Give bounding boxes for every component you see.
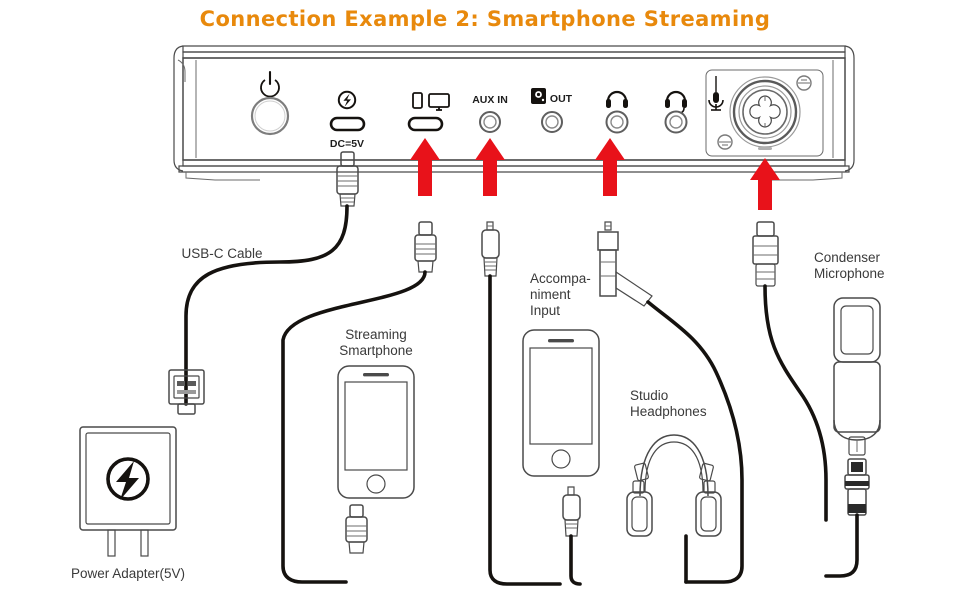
port-mic-in[interactable] (705, 69, 824, 157)
power-adapter: Power Adapter(5V) (71, 426, 185, 581)
phone-monitor-icon (412, 92, 450, 111)
trs-plug-angled-headphone (597, 221, 653, 307)
port-label-dc: DC=5V (330, 138, 364, 150)
power-button[interactable] (250, 70, 290, 136)
camera-icon (531, 88, 546, 104)
usb-c-connector-phone (414, 221, 437, 273)
microphone-icon (708, 76, 724, 111)
xlr-plug-mic-end (844, 458, 870, 516)
label-usb-c-cable: USB-C Cable (181, 246, 262, 261)
usb-c-connector-phone-end (345, 504, 368, 554)
port-label-out: OUT (550, 93, 573, 105)
label-microphone-1: Condenser (814, 250, 881, 265)
port-aux-in[interactable]: AUX IN (472, 94, 508, 133)
label-streaming-phone-2: Smartphone (339, 343, 413, 358)
usb-c-power-cable: USB-C Cable (168, 151, 359, 415)
port-headset-out[interactable] (664, 90, 688, 134)
port-camera-out[interactable]: OUT (531, 88, 573, 133)
label-power-adapter: Power Adapter(5V) (71, 566, 185, 581)
headphones-illustration (626, 434, 722, 584)
microphone-illustration (833, 297, 881, 456)
arrow-device-usb-c (410, 138, 440, 196)
trs-plug-aux (481, 221, 500, 277)
studio-headphones-group: Studio Headphones (597, 221, 744, 584)
accompaniment-input-group: Accompa- niment Input (481, 221, 600, 586)
lightning-circle-icon-adapter (106, 457, 150, 501)
power-icon (260, 70, 280, 98)
label-microphone-2: Microphone (814, 266, 885, 281)
label-accompaniment-2: niment (530, 287, 571, 302)
port-headphone-out[interactable] (605, 90, 629, 134)
label-headphones-1: Studio (630, 388, 668, 403)
page-title: Connection Example 2: Smartphone Streami… (200, 7, 771, 31)
arrow-mic-in (750, 158, 780, 210)
xlr-plug-device-end (752, 221, 779, 287)
headphone-icon (606, 90, 628, 108)
port-device-usb-c[interactable] (407, 92, 450, 132)
arrow-headphone-out (595, 138, 625, 196)
trs-plug-source-phone (562, 486, 581, 537)
usb-a-connector (168, 369, 205, 415)
label-accompaniment-3: Input (530, 303, 560, 318)
streaming-smartphone-group: Streaming Smartphone (281, 221, 437, 584)
label-headphones-2: Headphones (630, 404, 707, 419)
condenser-microphone-group: Condenser Microphone (752, 221, 885, 578)
usb-c-port-dc[interactable] (329, 116, 366, 132)
port-label-aux-in: AUX IN (472, 94, 508, 106)
usb-c-connector-dc (336, 151, 359, 207)
label-streaming-phone-1: Streaming (345, 327, 407, 342)
arrow-aux-in (475, 138, 505, 196)
connection-arrows (410, 138, 780, 210)
label-accompaniment-1: Accompa- (530, 271, 591, 286)
lightning-circle-icon (337, 90, 357, 110)
port-dc-in[interactable]: DC=5V (329, 90, 366, 150)
